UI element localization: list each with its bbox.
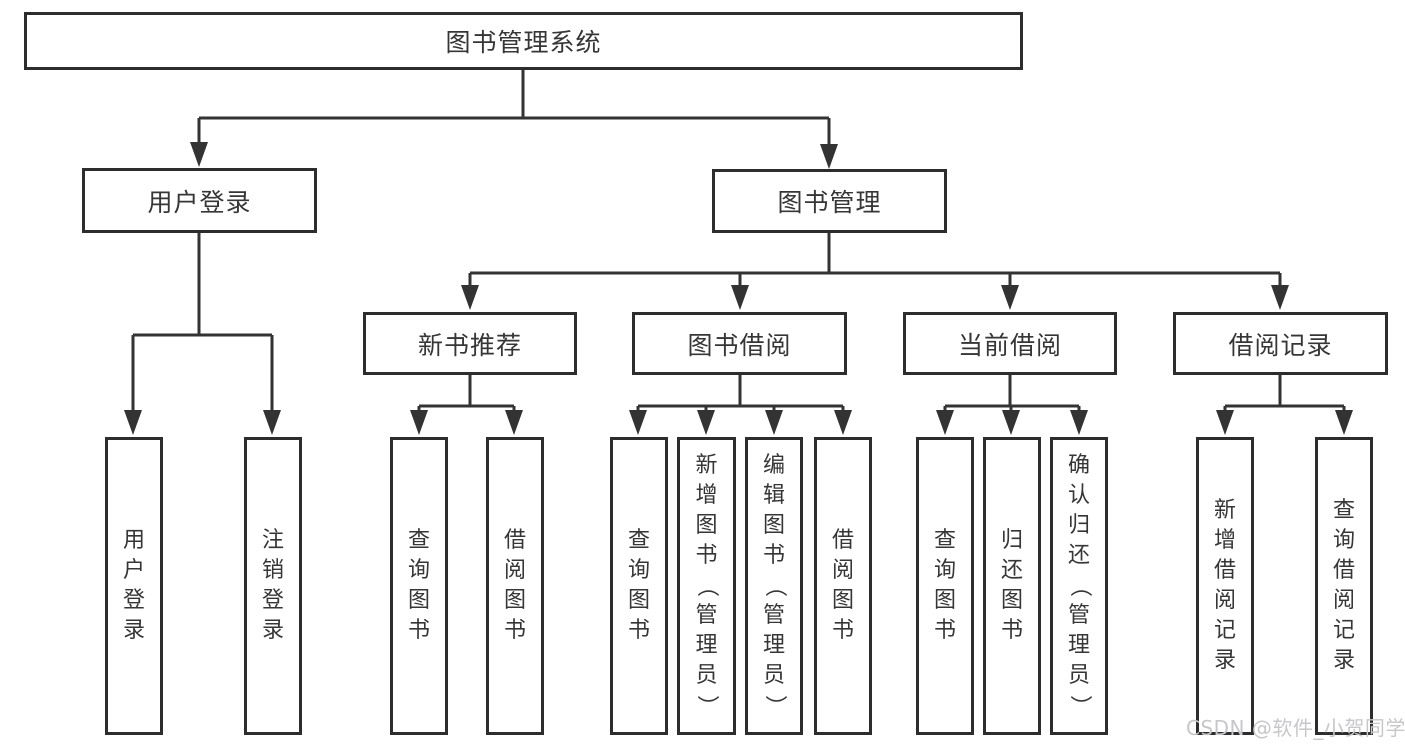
- node-book-management-label: 图书管理: [777, 188, 882, 217]
- leaf-current-confirm-return-admin-label: 确认归还（管理员）: [1066, 453, 1092, 718]
- leaf-records-add-record: 新增借阅记录: [1196, 437, 1254, 735]
- leaf-recommend-borrow-book: 借阅图书: [486, 437, 544, 735]
- node-user-login: 用户登录: [82, 168, 317, 233]
- connector-path: [131, 70, 1346, 412]
- leaf-records-query-record: 查询借阅记录: [1315, 437, 1373, 735]
- leaf-recommend-borrow-book-label: 借阅图书: [503, 528, 526, 643]
- leaf-current-confirm-return-admin: 确认归还（管理员）: [1050, 437, 1108, 735]
- node-borrow-records-label: 借阅记录: [1228, 330, 1333, 360]
- leaf-records-add-record-label: 新增借阅记录: [1213, 498, 1236, 673]
- node-book-management: 图书管理: [712, 169, 947, 233]
- node-root-label: 图书管理系统: [445, 28, 602, 57]
- leaf-recommend-query-book-label: 查询图书: [407, 528, 430, 643]
- leaf-current-return-book-label: 归还图书: [1000, 528, 1023, 643]
- node-borrow-records: 借阅记录: [1173, 312, 1388, 375]
- node-new-book-recommend-label: 新书推荐: [417, 330, 522, 360]
- node-root: 图书管理系统: [24, 12, 1023, 70]
- csdn-watermark: CSDN @软件_小贺同学: [1186, 716, 1405, 740]
- leaf-current-query-book: 查询图书: [916, 437, 974, 735]
- leaf-recommend-query-book: 查询图书: [390, 437, 448, 735]
- node-user-login-label: 用户登录: [147, 187, 252, 217]
- arrowheads: [124, 142, 1353, 435]
- leaf-logout-label: 注销登录: [261, 528, 284, 643]
- leaf-current-query-book-label: 查询图书: [933, 528, 956, 643]
- node-new-book-recommend: 新书推荐: [363, 312, 577, 375]
- node-current-borrow-label: 当前借阅: [957, 330, 1062, 360]
- leaf-borrow-edit-book-admin-label: 编辑图书（管理员）: [761, 453, 787, 718]
- leaf-records-query-record-label: 查询借阅记录: [1332, 498, 1355, 673]
- leaf-current-return-book: 归还图书: [983, 437, 1041, 735]
- node-current-borrow: 当前借阅: [903, 312, 1117, 375]
- leaf-logout: 注销登录: [244, 437, 302, 735]
- leaf-user-login-label: 用户登录: [122, 528, 145, 643]
- node-book-borrow-label: 图书借阅: [687, 330, 792, 360]
- leaf-borrow-query-book-label: 查询图书: [627, 528, 650, 643]
- node-book-borrow: 图书借阅: [632, 312, 847, 375]
- leaf-borrow-query-book: 查询图书: [610, 437, 668, 735]
- leaf-borrow-add-book-admin-label: 新增图书（管理员）: [694, 453, 720, 718]
- leaf-borrow-add-book-admin: 新增图书（管理员）: [677, 437, 736, 735]
- leaf-borrow-borrow-book-label: 借阅图书: [831, 528, 854, 643]
- leaf-borrow-borrow-book: 借阅图书: [814, 437, 872, 735]
- leaf-borrow-edit-book-admin: 编辑图书（管理员）: [745, 437, 803, 735]
- leaf-user-login: 用户登录: [105, 437, 163, 735]
